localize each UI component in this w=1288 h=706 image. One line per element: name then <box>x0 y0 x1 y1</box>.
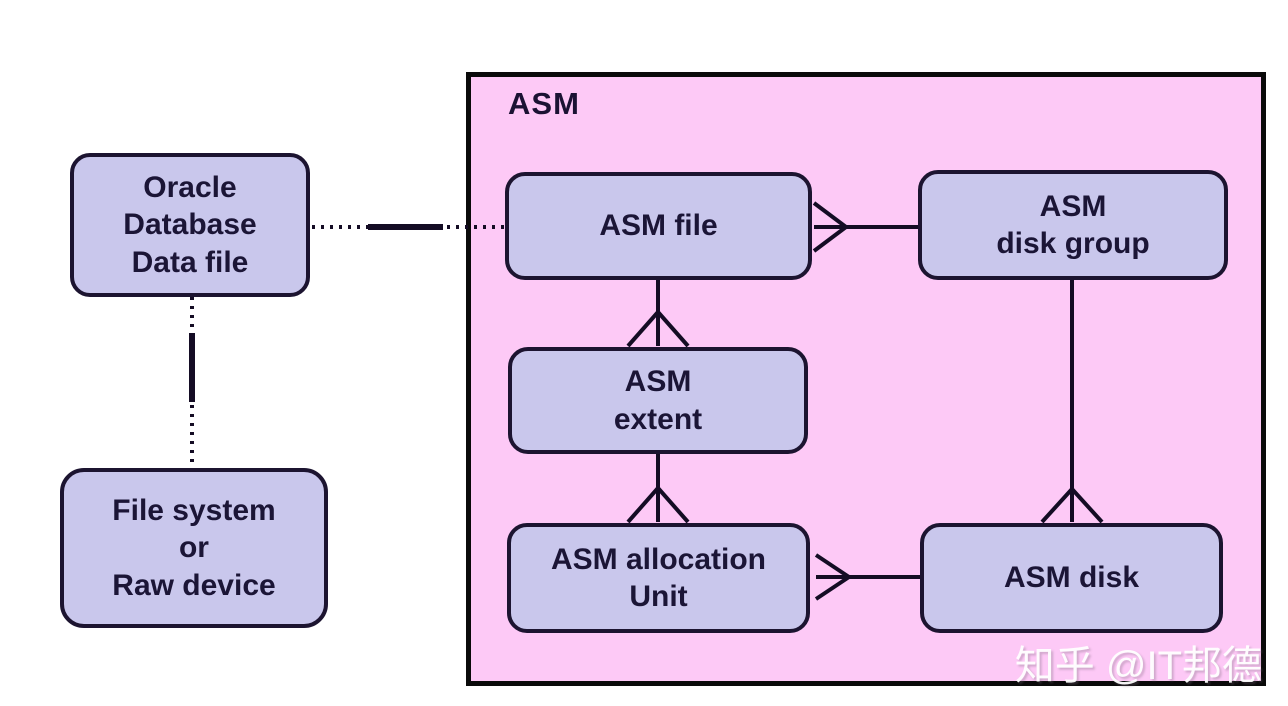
node-file-system-or-raw-device: File system or Raw device <box>60 468 328 628</box>
node-asm-allocation-unit: ASM allocation Unit <box>507 523 810 633</box>
node-label: ASM file <box>599 209 718 243</box>
crow-foot-asmfile <box>812 201 848 253</box>
node-oracle-database-data-file: Oracle Database Data file <box>70 153 310 297</box>
crow-foot-asmextent <box>626 310 690 348</box>
node-label: Oracle Database Data file <box>123 170 257 279</box>
crow-foot-allocunit-top <box>626 486 690 524</box>
node-asm-extent: ASM extent <box>508 347 808 454</box>
node-label: File system or Raw device <box>112 493 276 602</box>
node-label: ASM extent <box>613 365 703 436</box>
asm-container-label: ASM <box>508 86 580 121</box>
crow-foot-allocunit-right <box>814 553 851 601</box>
node-asm-file: ASM file <box>505 172 812 280</box>
node-label: ASM allocation Unit <box>550 542 767 614</box>
node-label: ASM disk <box>1003 561 1140 595</box>
node-asm-disk: ASM disk <box>920 523 1223 633</box>
watermark: 知乎 @IT邦德 <box>1014 644 1262 688</box>
node-asm-disk-group: ASM disk group <box>918 170 1228 280</box>
crow-foot-asmdisk <box>1040 487 1104 524</box>
node-label: ASM disk group <box>996 189 1150 261</box>
